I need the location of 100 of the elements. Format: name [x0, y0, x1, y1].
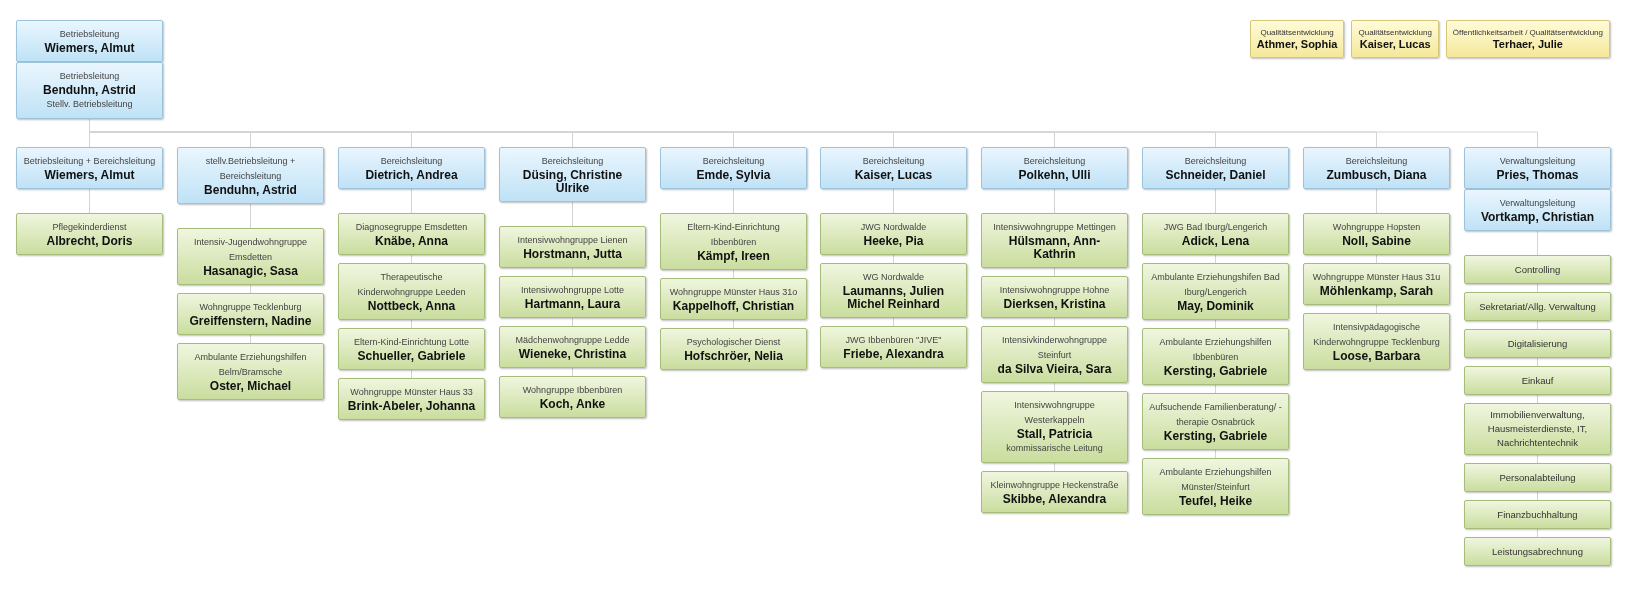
position-box: [177, 228, 324, 285]
role-label: Wohngruppe Münster Haus 33: [350, 386, 473, 399]
connector-line: [411, 369, 412, 379]
position-box: [820, 213, 967, 255]
person-name: Benduhn, Astrid: [204, 184, 297, 197]
person-name: Greiffenstern, Nadine: [189, 315, 312, 328]
person-name: Laumanns, Julien Michel Reinhard: [841, 285, 946, 311]
person-name: Dietrich, Andrea: [365, 169, 458, 182]
role-label: Wohngruppe Tecklenburg: [199, 301, 302, 314]
role-label: WG Nordwalde: [863, 271, 924, 284]
role-label: Verwaltungsleitung: [1499, 197, 1576, 210]
person-name: Koch, Anke: [539, 398, 606, 411]
connector-line: [1537, 230, 1538, 256]
role-label: Ambulante Erziehungshilfen Ibbenbüren: [1158, 336, 1273, 364]
connector-line: [1054, 188, 1055, 214]
role-label: Aufsuchende Familienberatung/ - therapie Osnabrück: [1149, 401, 1282, 429]
position-box: [16, 62, 163, 119]
position-box: [1351, 20, 1439, 58]
connector-line: [1537, 320, 1538, 330]
department-label: Sekretariat/Allg. Verwaltung: [1479, 299, 1596, 314]
connector-line: [1215, 188, 1216, 214]
position-box: [16, 20, 163, 62]
connector-line: [1537, 528, 1538, 538]
position-box: [1464, 147, 1611, 189]
position-box: [1142, 263, 1289, 320]
role-label: JWG Bad Iburg/Lengerich: [1163, 221, 1268, 234]
person-name: Dierksen, Kristina: [1003, 298, 1106, 311]
position-box: [499, 376, 646, 418]
connector-line: [250, 284, 251, 294]
connector-line: [733, 269, 734, 279]
position-box: [1142, 213, 1289, 255]
person-name: Terhaer, Julie: [1492, 38, 1563, 51]
position-box: [660, 147, 807, 189]
department-label: Immobilienverwaltung, Hausmeisterdienste, IT, Nachrichtentechnik: [1486, 408, 1589, 450]
person-name: Teufel, Heike: [1178, 495, 1253, 508]
department-box: [1464, 292, 1611, 321]
role-label: Bereichsleitung: [1184, 155, 1247, 168]
connector-line: [893, 317, 894, 327]
person-name: Schneider, Daniel: [1165, 169, 1266, 182]
role-label: Intensivpädagogische Kinderwohngruppe Tecklenburg: [1312, 321, 1441, 349]
person-name: Kämpf, Ireen: [697, 250, 770, 263]
position-box: [1464, 189, 1611, 231]
position-box: [981, 391, 1128, 463]
person-name: Brink-Abeler, Johanna: [347, 400, 476, 413]
connector-line: [1376, 304, 1377, 314]
position-box: [499, 326, 646, 368]
role-label: Intensivwohngruppe Mettingen: [993, 221, 1116, 234]
connector-line: [411, 188, 412, 214]
role-label: Therapeutische Kinderwohngruppe Leeden: [356, 271, 467, 299]
person-name: Horstmann, Jutta: [523, 248, 622, 261]
position-box: [660, 328, 807, 370]
person-name: Skibbe, Alexandra: [1002, 493, 1107, 506]
role-label: Eltern-Kind-Einrichtung Ibbenbüren: [686, 221, 781, 249]
position-box: [1303, 313, 1450, 370]
department-label: Finanzbuchhaltung: [1497, 507, 1578, 522]
position-box: [981, 147, 1128, 189]
connector-line: [1537, 491, 1538, 501]
person-name: Nottbeck, Anna: [367, 300, 456, 313]
role-label: Ambulante Erziehungshifen Bad Iburg/Lengerich: [1150, 271, 1281, 299]
position-box: [820, 147, 967, 189]
role-label: Bereichsleitung: [1345, 155, 1408, 168]
connector-line: [572, 267, 573, 277]
role-label: Intensivkinderwohngruppe Steinfurt: [1000, 334, 1109, 362]
role-label: Betriebsleitung: [59, 28, 120, 41]
position-box: [1142, 458, 1289, 515]
position-box: [660, 278, 807, 320]
role-label: Qualitätsentwicklung: [1358, 27, 1432, 38]
position-box: [820, 263, 967, 318]
person-name: Kersting, Gabriele: [1163, 430, 1268, 443]
role-label: Verwaltungsleitung: [1499, 155, 1576, 168]
position-box: [499, 276, 646, 318]
person-name: Kersting, Gabriele: [1163, 365, 1268, 378]
person-name: Friebe, Alexandra: [843, 348, 944, 361]
position-box: [499, 147, 646, 202]
role-label: Bereichsleitung: [541, 155, 604, 168]
connector-line: [250, 334, 251, 344]
connector-line: [1537, 394, 1538, 404]
person-name: Oster, Michael: [209, 380, 292, 393]
person-name: Möhlenkamp, Sarah: [1319, 285, 1434, 298]
person-name: Hasanagic, Sasa: [203, 265, 298, 278]
connector-line: [733, 188, 734, 214]
position-box: [338, 378, 485, 420]
connector-line: [893, 188, 894, 214]
role-label: Betriebsleitung + Bereichsleitung: [23, 155, 156, 168]
position-box: [338, 147, 485, 189]
person-name: Albrecht, Doris: [46, 235, 133, 248]
person-name: Wiemers, Almut: [44, 42, 135, 55]
role-label: Ambulante Erziehungshilfen Münster/Steinfurt: [1158, 466, 1273, 494]
department-label: Personalabteilung: [1499, 470, 1576, 485]
note-label: kommissarische Leitung: [1006, 442, 1103, 455]
position-box: [981, 213, 1128, 268]
connector-line: [1054, 267, 1055, 277]
role-label: Psychologischer Dienst: [686, 336, 781, 349]
person-name: Hülsmann, Ann-Kathrin: [1007, 235, 1102, 261]
person-name: Loose, Barbara: [1332, 350, 1421, 363]
person-name: Kaiser, Lucas: [854, 169, 933, 182]
role-label: JWG Ibbenbüren "JIVE": [845, 334, 942, 347]
person-name: May, Dominik: [1177, 300, 1254, 313]
connector-line: [89, 188, 90, 214]
position-box: [981, 471, 1128, 513]
